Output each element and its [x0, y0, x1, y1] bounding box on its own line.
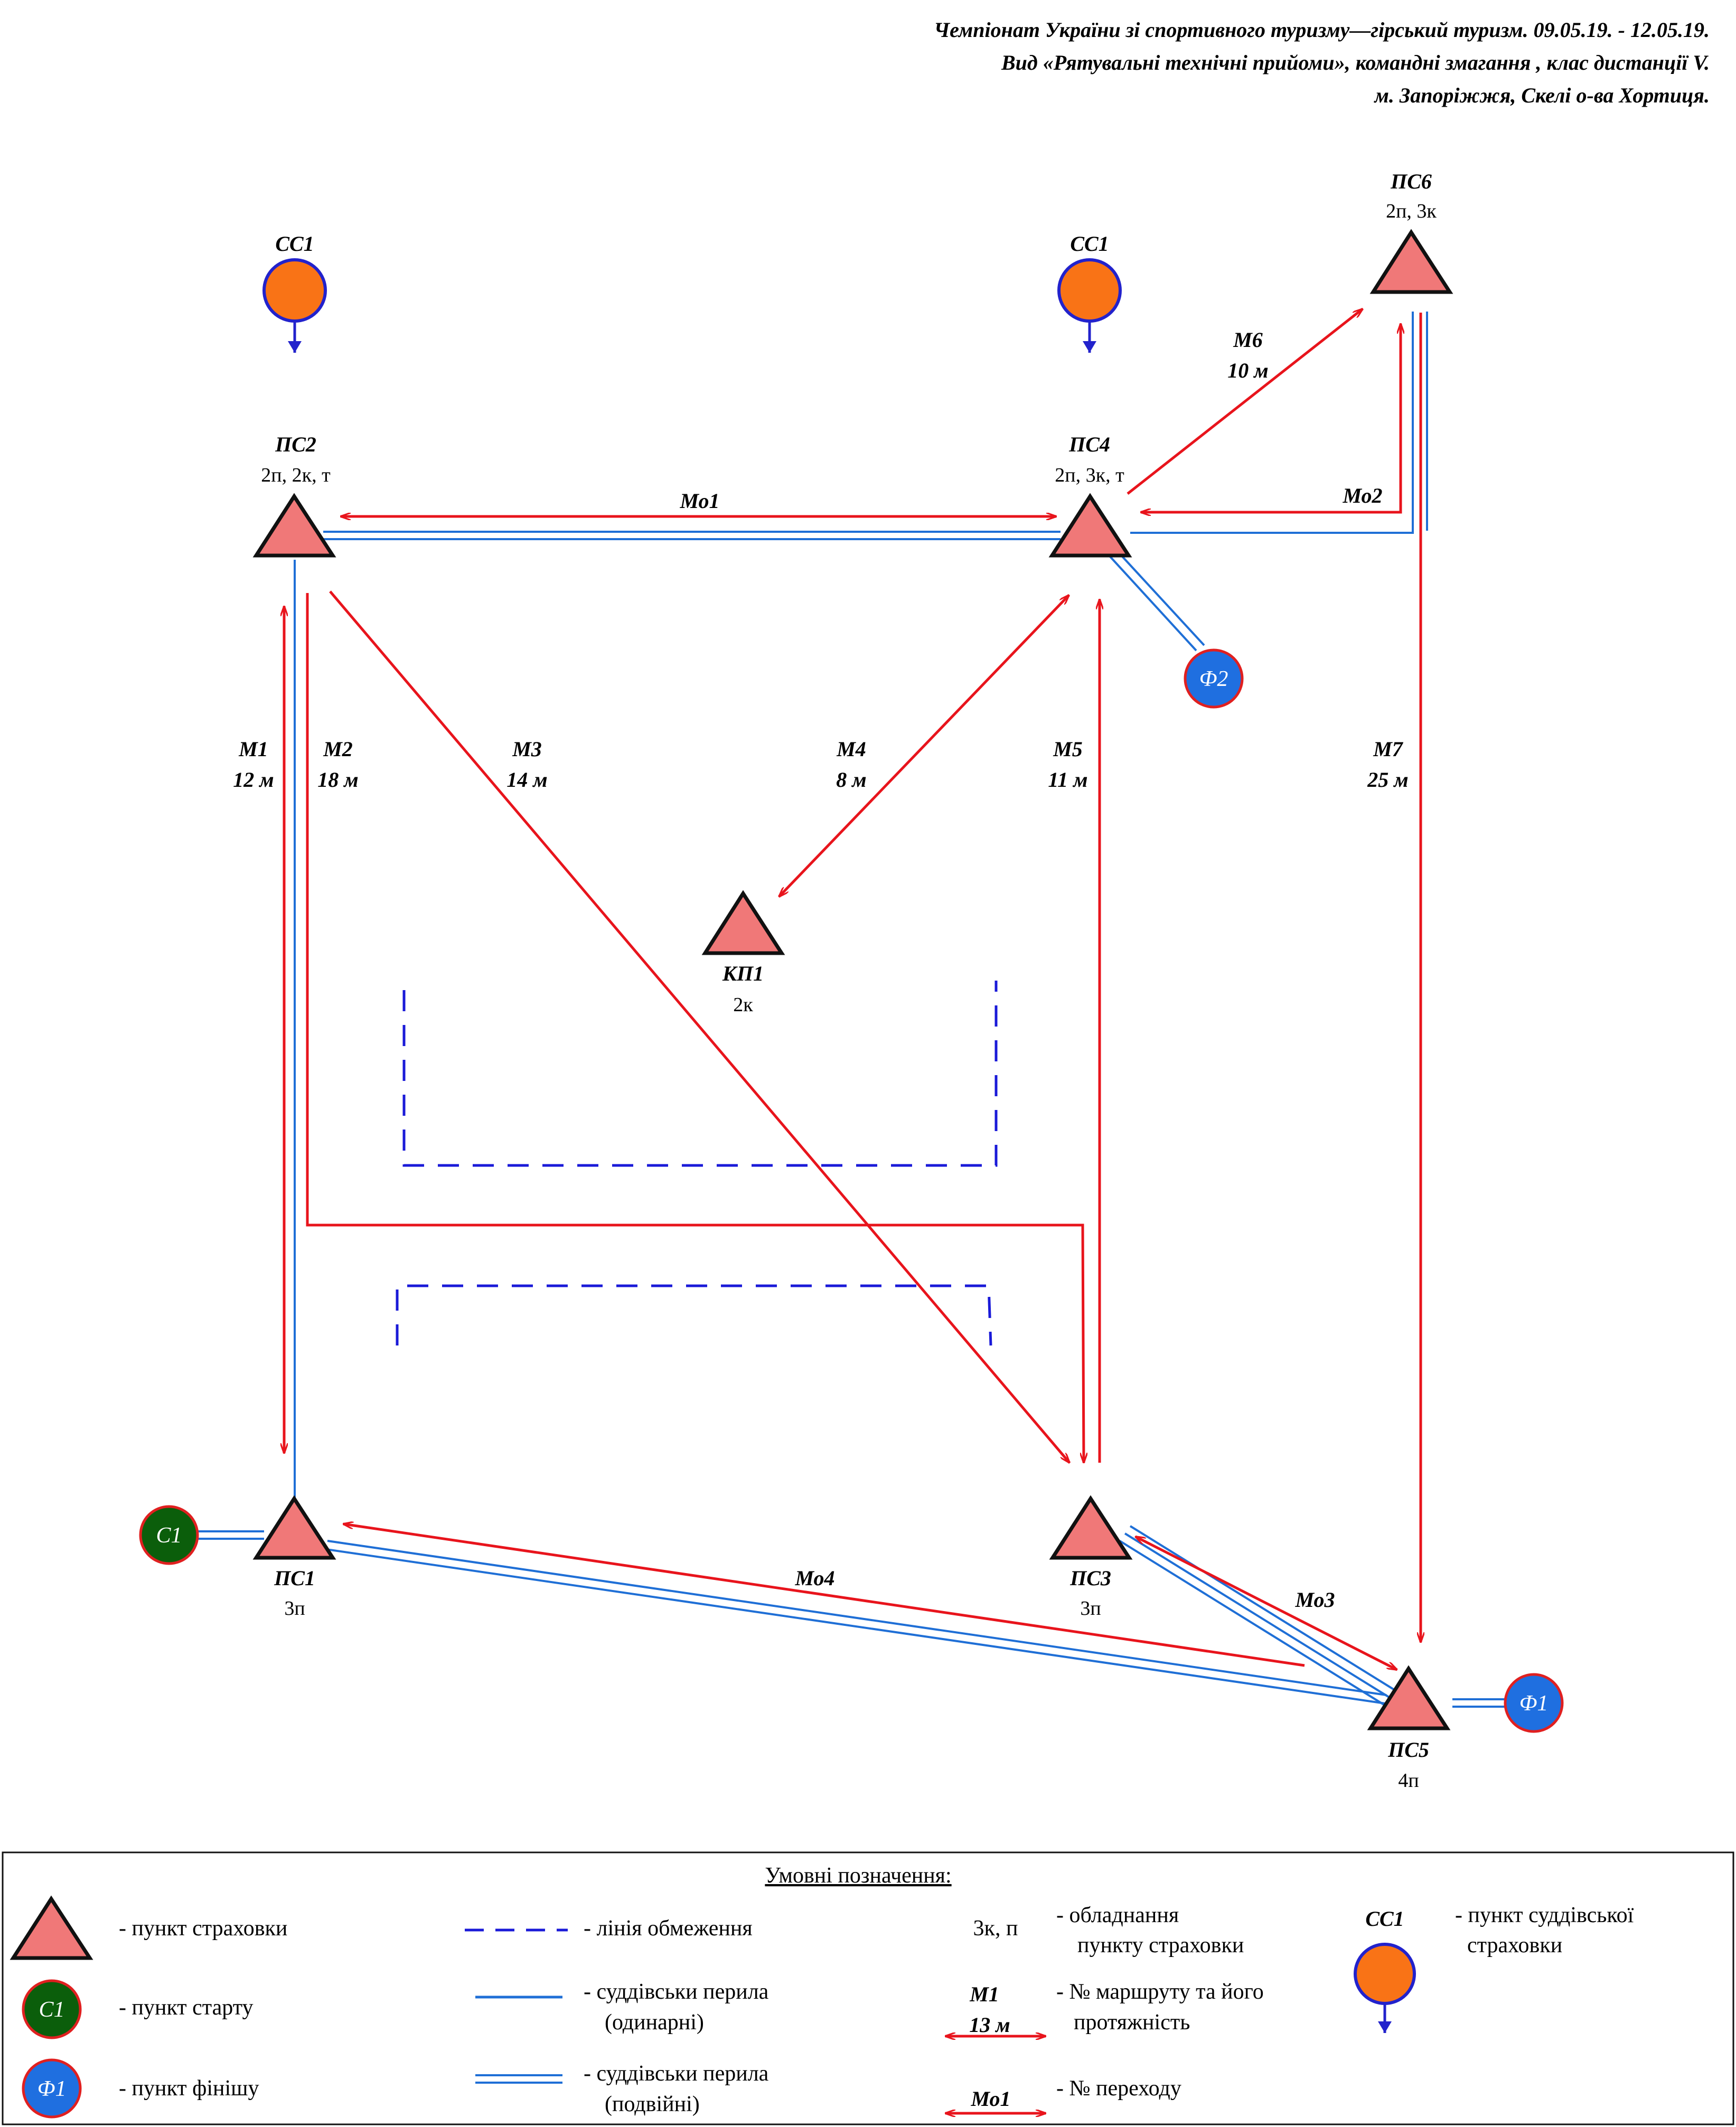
route-length-m5: 11 м [1048, 768, 1087, 792]
header-line-3: м. Запоріжжя, Скелі о-ва Хортиця. [1373, 83, 1710, 107]
ps6-equip: 2п, 3к [1386, 200, 1437, 222]
header-line-2: Вид «Рятувальні технічні прийоми», коман… [1001, 51, 1710, 74]
legend-double-rail-text-2: (подвійні) [605, 2092, 700, 2116]
route-m3 [329, 590, 1069, 1463]
route-label-m5: М5 [1053, 737, 1083, 761]
ps5-name: ПС5 [1387, 1738, 1429, 1762]
route-length-m2: 18 м [317, 768, 358, 792]
legend-belay-text: - пункт страховки [119, 1916, 287, 1941]
route-label-m7: М7 [1373, 737, 1404, 761]
belay-point-ps1 [252, 1495, 336, 1560]
judge-point-cc1-mid [1057, 258, 1122, 353]
judge-label-mid: СС1 [1070, 232, 1109, 256]
finish-label-f2: Ф2 [1199, 667, 1228, 691]
legend-judge-sample: СС1 [1365, 1907, 1404, 1931]
legend-finish-icon [22, 2058, 82, 2119]
legend-frame [2, 1851, 1734, 2125]
route-mo3 [1136, 1537, 1397, 1670]
legend-trans-text: - № переходу [1056, 2076, 1181, 2101]
route-m4 [779, 595, 1069, 897]
belay-point-ps4 [1048, 493, 1132, 558]
route-length-m7: 25 м [1367, 768, 1408, 792]
finish-point-f1: Ф1 [1504, 1673, 1564, 1733]
legend-route-sample-len: 13 м [969, 2013, 1010, 2037]
belay-point-kp1 [701, 890, 785, 955]
kp1-equip: 2к [733, 994, 753, 1016]
route-length-m3: 14 м [506, 768, 547, 792]
judge-rails [198, 312, 1505, 1708]
legend-judge-text-2: страховки [1467, 1933, 1562, 1957]
belay-point-ps3 [1049, 1495, 1133, 1560]
legend-equip-text-2: пункту страховки [1077, 1933, 1244, 1957]
ps3-equip: 3п [1080, 1597, 1101, 1620]
legend-finish-text: - пункт фінішу [119, 2076, 259, 2101]
restriction-line-upper [402, 981, 998, 1167]
legend-restriction-text: - лінія обмеження [584, 1916, 753, 1941]
judge-label-left: СС1 [275, 232, 314, 256]
belay-point-ps2 [252, 493, 336, 558]
belay-points [252, 229, 1453, 1730]
route-length-m4: 8 м [836, 768, 866, 792]
finish-point-f2: Ф2 [1184, 648, 1244, 709]
route-label-m1: М1 [238, 737, 268, 761]
legend-single-rail-text-2: (одинарні) [605, 2010, 704, 2035]
legend-judge-text-1: - пункт суддівської [1455, 1903, 1634, 1927]
ps3-name: ПС3 [1069, 1566, 1111, 1590]
ps6-name: ПС6 [1390, 170, 1432, 193]
legend: Умовні позначення: - пункт страховки С1 … [2, 1851, 1734, 2125]
ps4-equip: 2п, 3к, т [1055, 464, 1124, 486]
legend-trans-sample: Мо1 [971, 2087, 1011, 2111]
finish-label-f1: Ф1 [1519, 1691, 1549, 1716]
route-label-m6: М6 [1233, 328, 1263, 352]
ps1-name: ПС1 [274, 1566, 315, 1590]
judge-point-cc1-left [262, 258, 327, 353]
belay-point-ps5 [1367, 1665, 1451, 1730]
legend-finish-sample: Ф1 [37, 2077, 67, 2101]
route-label-m3: М3 [512, 737, 542, 761]
legend-belay-icon [10, 1895, 93, 1960]
start-point-c1: С1 [139, 1505, 199, 1565]
ps5-equip: 4п [1398, 1770, 1419, 1792]
route-mo2 [1141, 324, 1401, 512]
legend-single-rail-text-1: - суддівськи перила [584, 1980, 769, 2004]
legend-route-text-1: - № маршруту та його [1056, 1980, 1264, 2004]
route-length-m6: 10 м [1227, 359, 1268, 382]
belay-point-ps6 [1369, 229, 1453, 294]
ps4-name: ПС4 [1068, 432, 1110, 456]
header-line-1: Чемпіонат України зі спортивного туризму… [934, 18, 1710, 42]
kp1-name: КП1 [722, 962, 764, 985]
start-label: С1 [156, 1523, 182, 1548]
restriction-line-lower [396, 1284, 992, 1346]
transition-label-mo4: Мо4 [795, 1566, 835, 1590]
route-label-m4: М4 [836, 737, 866, 761]
route-length-m1: 12 м [233, 768, 274, 792]
legend-double-rail-text-1: - суддівськи перила [584, 2062, 769, 2086]
route-mo4 [343, 1524, 1305, 1667]
legend-start-text: - пункт старту [119, 1996, 254, 2020]
route-label-m2: М2 [323, 737, 353, 761]
legend-route-sample-name: М1 [969, 1982, 999, 2006]
legend-start-icon [22, 1979, 82, 2039]
ps1-equip: 3п [284, 1597, 305, 1620]
transition-label-mo1: Мо1 [680, 489, 720, 513]
legend-equip-sample: 3к, п [973, 1916, 1018, 1941]
transition-label-mo3: Мо3 [1295, 1588, 1335, 1612]
legend-route-text-2: протяжність [1074, 2010, 1190, 2035]
transition-label-mo2: Мо2 [1343, 484, 1383, 507]
routes [284, 309, 1421, 1670]
legend-title: Умовні позначення: [765, 1864, 951, 1888]
legend-judge-icon [1354, 1943, 1416, 2005]
ps2-name: ПС2 [275, 432, 316, 456]
route-m2 [306, 593, 1084, 1463]
legend-start-sample: С1 [39, 1998, 64, 2022]
legend-equip-text-1: - обладнання [1056, 1903, 1179, 1927]
ps2-equip: 2п, 2к, т [261, 464, 331, 486]
